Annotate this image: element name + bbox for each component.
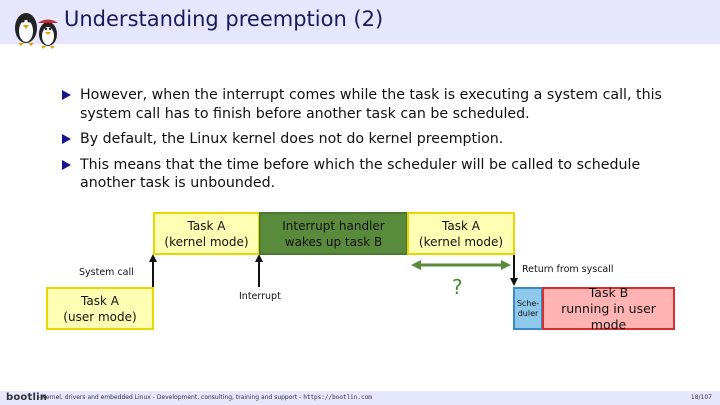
bullet-list: However, when the interrupt comes while … <box>62 86 682 200</box>
system-call-label: System call <box>79 267 134 278</box>
task-a-user-mode-box: Task A (user mode) <box>46 287 154 330</box>
task-a-kernel-mode-box-2: Task A (kernel mode) <box>407 212 515 255</box>
bullet-item: However, when the interrupt comes while … <box>62 86 682 123</box>
bullet-triangle-icon <box>62 159 71 170</box>
bullet-triangle-icon <box>62 134 71 144</box>
penguin-logo-icon <box>15 13 58 49</box>
bullet-triangle-icon <box>62 90 71 100</box>
slide-footer: bootlin - Kernel, drivers and embedded L… <box>0 391 720 405</box>
bootlin-brand: bootlin <box>6 392 48 403</box>
bullet-item: This means that the time before which th… <box>62 156 682 193</box>
task-b-box: Task B running in user mode <box>542 285 675 332</box>
interrupt-label: Interrupt <box>239 291 281 302</box>
slide-header: Understanding preemption (2) <box>0 0 720 49</box>
footer-text: - Kernel, drivers and embedded Linux - D… <box>38 394 372 401</box>
bullet-item: By default, the Linux kernel does not do… <box>62 130 682 149</box>
interrupt-handler-box: Interrupt handler wakes up task B <box>259 212 408 255</box>
return-from-syscall-label: Return from syscall <box>522 264 614 275</box>
footer-url-link[interactable]: https://bootlin.com <box>303 394 372 401</box>
task-a-kernel-mode-box: Task A (kernel mode) <box>153 212 260 255</box>
scheduler-box: Sche- duler <box>513 287 543 330</box>
page-number: 18/107 <box>690 394 712 401</box>
unbounded-question-mark: ? <box>452 275 463 299</box>
slide-title: Understanding preemption (2) <box>64 7 384 31</box>
